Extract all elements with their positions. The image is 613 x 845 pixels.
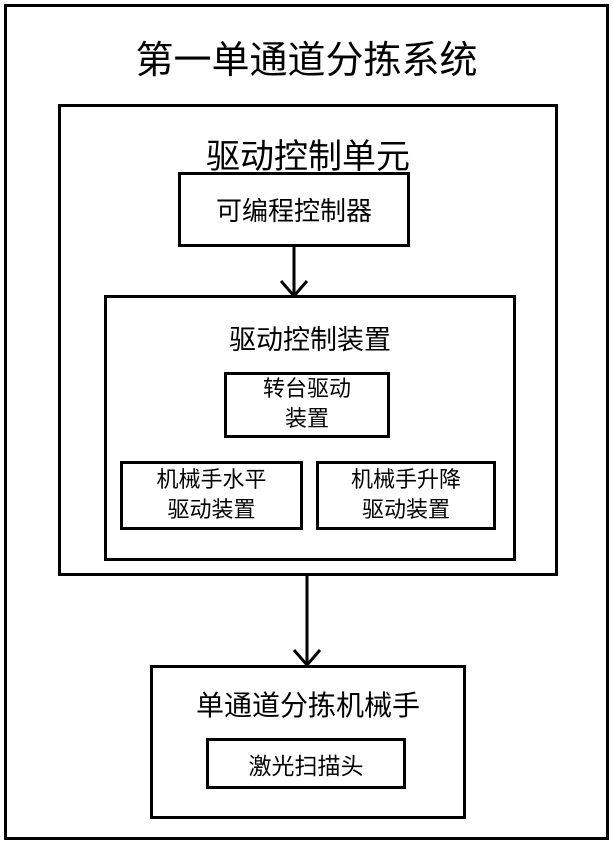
laser-scanner-label: 激光扫描头 [248, 753, 364, 780]
turntable-drive-line-1: 转台驱动 [262, 377, 351, 402]
sorting-arm-title: 单通道分拣机械手 [195, 689, 420, 722]
plc-label: 可编程控制器 [215, 197, 372, 227]
arm-lift-drive-box: 机械手升降 驱动装置 [316, 461, 496, 530]
turntable-drive-box: 转台驱动 装置 [224, 372, 390, 438]
drive-control-device-title: 驱动控制装置 [229, 325, 391, 356]
arm-horizontal-drive-line-1: 机械手水平 [156, 467, 267, 493]
laser-scanner-box: 激光扫描头 [206, 738, 406, 789]
drive-control-unit-title: 驱动控制单元 [206, 137, 410, 177]
arm-horizontal-drive-box: 机械手水平 驱动装置 [120, 461, 303, 530]
plc-box: 可编程控制器 [178, 172, 410, 247]
turntable-drive-line-2: 装置 [284, 407, 329, 432]
arm-lift-drive-line-1: 机械手升降 [350, 467, 461, 493]
arm-horizontal-drive-line-2: 驱动装置 [167, 497, 256, 523]
arm-lift-drive-line-2: 驱动装置 [361, 497, 450, 523]
system-title: 第一单通道分拣系统 [135, 38, 478, 82]
